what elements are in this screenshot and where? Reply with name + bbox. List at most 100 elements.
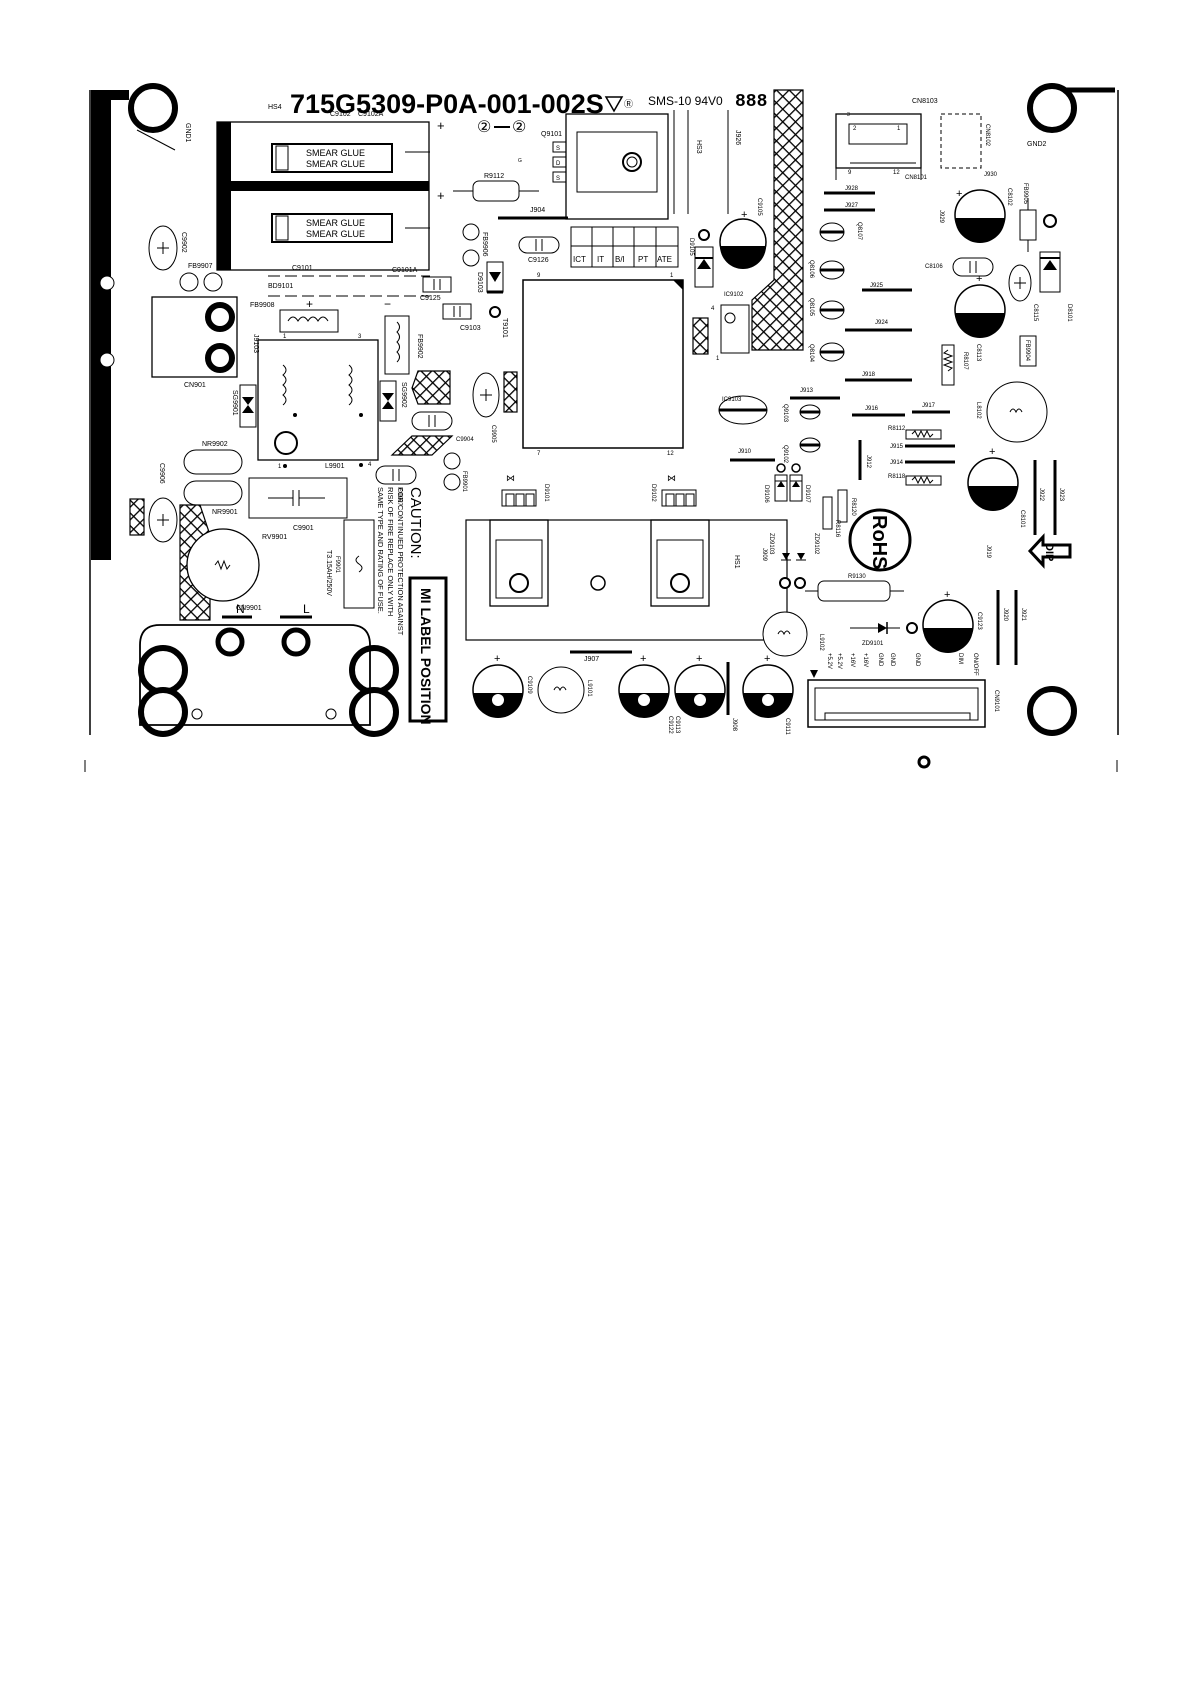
bd9101-label: BD9101 bbox=[268, 283, 293, 290]
svg-text:+: + bbox=[956, 188, 962, 200]
output-pin-label: GND bbox=[877, 653, 883, 667]
f9901-label: F9901 bbox=[334, 556, 340, 574]
c9125-label: C9125 bbox=[420, 295, 441, 302]
c9122-capacitor: + C9122 bbox=[667, 653, 726, 734]
c9109-label: C9109 bbox=[526, 676, 532, 694]
zd9103-zener: ZD9103 bbox=[768, 533, 791, 589]
left-edge-strip bbox=[91, 90, 111, 560]
svg-text:+: + bbox=[494, 653, 500, 665]
c8113-label: C8113 bbox=[975, 344, 981, 362]
output-pin-label: +16V bbox=[862, 653, 868, 667]
j907-label: J907 bbox=[584, 656, 599, 663]
c9103-capacitor: C9103 bbox=[442, 303, 481, 332]
fb9904-label: FB9904 bbox=[1024, 340, 1030, 362]
pin-number: 1 bbox=[278, 464, 282, 470]
j929-label: J929 bbox=[938, 210, 944, 224]
output-pin-label: +16V bbox=[849, 653, 855, 667]
svg-text:S: S bbox=[556, 176, 560, 182]
q8106-transistor: Q8106 bbox=[808, 260, 845, 280]
d9101-label: D9101 bbox=[543, 484, 549, 502]
sg9901-spark-gap: SG9901 bbox=[231, 384, 257, 428]
l9102-inductor: L9102 bbox=[762, 611, 824, 657]
j917-label: J917 bbox=[922, 403, 936, 409]
mi-label-text: MI LABEL POSITION bbox=[418, 588, 434, 725]
nr9901-thermistor: NR9901 bbox=[183, 480, 243, 516]
output-pin-label: +5.2V bbox=[826, 653, 832, 669]
pin-number: 9 bbox=[537, 273, 541, 279]
test-point-label: ATE bbox=[657, 255, 672, 264]
smear-glue-label: SMEAR GLUE bbox=[306, 148, 365, 158]
gnd1-label: GND1 bbox=[184, 123, 191, 143]
l9102-label: L9102 bbox=[818, 634, 824, 651]
c8115-capacitor: C8115 bbox=[1008, 264, 1038, 322]
pin-number: 3 bbox=[847, 112, 850, 118]
edge-hole bbox=[99, 275, 115, 291]
c8102-capacitor: + C8102 bbox=[954, 188, 1012, 243]
c8113-capacitor: + C8113 bbox=[954, 273, 1006, 362]
c9906-label: C9906 bbox=[158, 463, 165, 484]
c8115-label: C8115 bbox=[1032, 304, 1038, 322]
mi-label-position: MI LABEL POSITION bbox=[408, 576, 448, 725]
r8112-resistor: R8112 bbox=[888, 426, 942, 440]
nr9902-thermistor: NR9902 bbox=[183, 441, 243, 475]
revision-marks: ② ② bbox=[477, 119, 526, 136]
d9101-diode: D9101 ⋈ bbox=[489, 473, 549, 607]
svg-text:4: 4 bbox=[711, 306, 715, 312]
t9101-main-transformer: 9 1 7 12 bbox=[522, 273, 684, 457]
j916-label: J916 bbox=[865, 406, 879, 412]
nr9901-label: NR9901 bbox=[212, 509, 238, 516]
pin-number: 7 bbox=[537, 451, 541, 457]
r8120-resistor: R8120 bbox=[837, 489, 856, 523]
output-control-label: ON/OFF bbox=[972, 653, 978, 676]
fb9906-bead: FB9906 bbox=[462, 223, 488, 267]
revision-mark: ② bbox=[477, 119, 491, 136]
j919-label: J919 bbox=[985, 545, 991, 559]
j920-label: J920 bbox=[1002, 608, 1008, 622]
fb9905-label: FB9905 bbox=[1022, 183, 1028, 205]
j904-jumper: J904 bbox=[498, 207, 568, 220]
sg9901-label: SG9901 bbox=[231, 390, 238, 416]
q8107-transistor: Q8107 bbox=[819, 222, 862, 242]
svg-text:+: + bbox=[741, 209, 747, 221]
c9905-capacitor: C9905 bbox=[472, 372, 500, 443]
c9907-capacitor: C9907 bbox=[375, 465, 417, 506]
q9103-label: Q9103 bbox=[782, 404, 788, 423]
q8104-transistor: Q8104 bbox=[808, 342, 845, 363]
c9123-capacitor: + C9123 bbox=[922, 589, 982, 653]
c9109-capacitor: + C9109 bbox=[472, 653, 532, 718]
revision-mark: ② bbox=[512, 119, 526, 136]
svg-text:S: S bbox=[556, 146, 560, 152]
ac-line-label: L bbox=[303, 602, 310, 616]
c9906-capacitor: C9906 bbox=[148, 463, 178, 543]
test-point-label: PT bbox=[638, 255, 648, 264]
c9907-label: C9907 bbox=[396, 488, 402, 506]
j908-label: J908 bbox=[731, 718, 737, 732]
svg-text:D: D bbox=[556, 161, 561, 167]
left-edge-tab bbox=[111, 90, 129, 100]
zd9102-zener: ZD9102 bbox=[794, 533, 819, 589]
c9101a-label: C9101A bbox=[392, 267, 418, 274]
sg9902-label: SG9902 bbox=[400, 382, 407, 408]
hs1-label: HS1 bbox=[733, 555, 740, 569]
pin-number: 9 bbox=[848, 170, 852, 176]
d9105-label: D9105 bbox=[688, 238, 694, 256]
cn901-connector: CN901 bbox=[151, 296, 238, 389]
sg9902-spark-gap: SG9902 bbox=[379, 380, 407, 422]
output-pin-label: GND bbox=[889, 653, 895, 667]
dip-arrow: DIP bbox=[1027, 533, 1072, 569]
rv9901-label: RV9901 bbox=[262, 534, 287, 541]
j925-label: J925 bbox=[870, 283, 884, 289]
dip-text: DIP bbox=[1043, 543, 1055, 561]
svg-text:+: + bbox=[696, 653, 702, 665]
d9103-diode: D9103 T9101 bbox=[476, 261, 508, 338]
q9102-transistor: Q9102 bbox=[782, 437, 821, 464]
c9125-capacitor: C9125 bbox=[420, 276, 452, 302]
q9101-label: Q9101 bbox=[541, 131, 562, 138]
cn9901-ac-inlet: CN9901 N L bbox=[139, 602, 371, 726]
c9901-label: C9901 bbox=[293, 525, 314, 532]
date-counter: 888 bbox=[735, 92, 767, 112]
d9103-label: D9103 bbox=[476, 272, 483, 293]
svg-text:Ⓡ: Ⓡ bbox=[624, 99, 633, 109]
svg-text:+: + bbox=[989, 446, 995, 458]
ul-mark: Ⓡ bbox=[604, 96, 633, 113]
